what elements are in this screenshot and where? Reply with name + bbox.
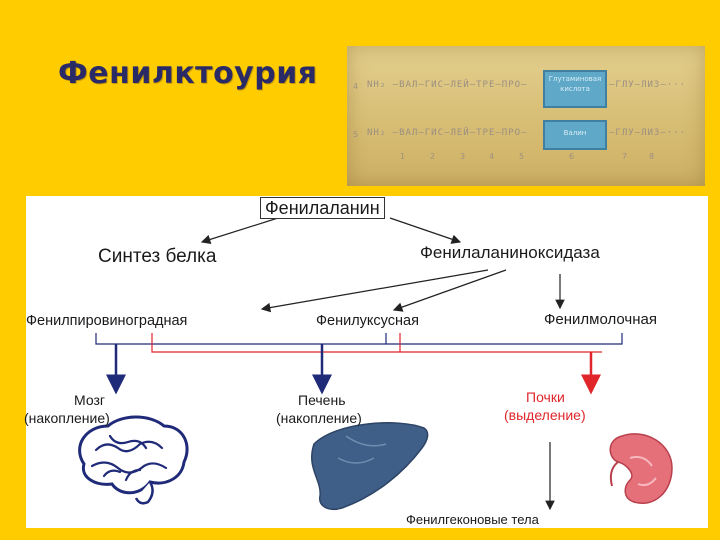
organ-kidneys-name: Почки — [526, 389, 565, 405]
organ-liver-name: Печень — [298, 392, 346, 408]
kidney-icon — [609, 433, 673, 504]
position-index: 4 — [489, 152, 495, 161]
row-number: 4 — [353, 82, 359, 91]
sequence-row-1: NH₂ —ВАЛ—ГИС—ЛЕЙ—ТРЕ—ПРО— — [367, 80, 528, 90]
position-index: 8 — [649, 152, 655, 161]
liver-icon — [311, 422, 429, 510]
sequence-row-2-tail: —ГЛУ—ЛИЗ—··· — [609, 128, 687, 138]
node-phenylpyruvic: Фенилпировиноградная — [26, 313, 188, 329]
bracket-red — [151, 333, 602, 353]
position-index: 5 — [519, 152, 525, 161]
organ-liver-note: (накопление) — [276, 410, 362, 426]
position-index: 6 — [569, 152, 575, 161]
organ-brain-name: Мозг — [74, 392, 105, 408]
sequence-box-glutamic: Глутаминовая кислота — [543, 70, 607, 108]
position-index: 3 — [460, 152, 466, 161]
sequence-box-valine: Валин — [543, 120, 607, 150]
brain-icon — [78, 415, 189, 505]
node-phenylalanine: Фенилаланин — [260, 197, 385, 219]
position-index: 7 — [622, 152, 628, 161]
row-number: 5 — [353, 130, 359, 139]
bracket-navy — [95, 333, 623, 345]
node-phenylalanine-oxidase: Фенилаланиноксидаза — [420, 243, 600, 262]
sequence-row-2: NH₂ —ВАЛ—ГИС—ЛЕЙ—ТРЕ—ПРО— — [367, 128, 528, 138]
pathway-diagram: Фенилаланин Синтез белка Фенилаланинокси… — [24, 196, 708, 528]
arrow-to-phenylpyruvic — [260, 269, 489, 313]
organ-kidneys-note: (выделение) — [504, 407, 586, 423]
slide-title: Фенилктоурия — [58, 56, 318, 91]
position-index: 1 — [400, 152, 406, 161]
arrow-to-protein-synthesis — [200, 217, 279, 245]
node-phenylacetic: Фенилуксусная — [316, 313, 419, 329]
position-index: 2 — [430, 152, 436, 161]
pathway-connectors — [78, 217, 673, 511]
node-phenyllactic: Фенилмолочная — [544, 311, 657, 328]
sequence-photo: 4 NH₂ —ВАЛ—ГИС—ЛЕЙ—ТРЕ—ПРО— Глутаминовая… — [347, 46, 705, 186]
node-phenylketone-bodies: Фенилгеконовые тела — [406, 512, 539, 527]
sequence-row-1-tail: —ГЛУ—ЛИЗ—··· — [609, 80, 687, 90]
arrow-to-oxidase — [389, 217, 462, 244]
node-protein-synthesis: Синтез белка — [98, 246, 217, 267]
arrow-to-phenylacetic — [392, 269, 507, 312]
organ-brain-note: (накопление) — [24, 410, 110, 426]
